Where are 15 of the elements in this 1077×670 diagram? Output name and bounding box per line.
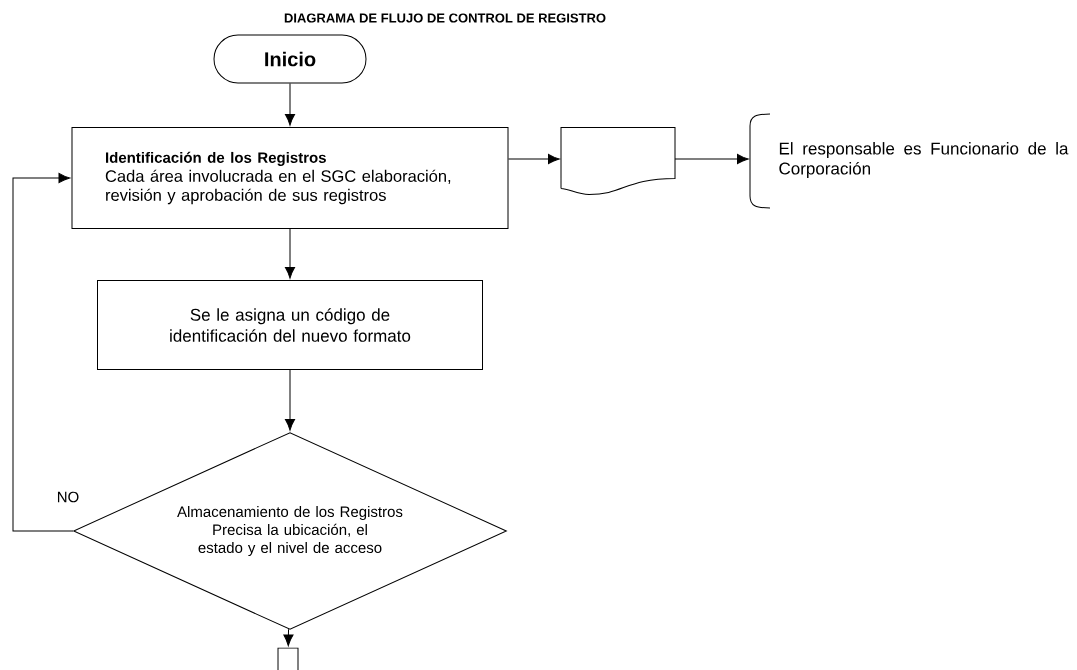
note-text: El responsable es Funcionario de la Corporación bbox=[779, 142, 1069, 178]
document-shape bbox=[560, 127, 676, 195]
arrow bbox=[674, 153, 749, 165]
arrow bbox=[284, 83, 296, 126]
process-box: Identificación de los Registros Cada área involucrada en el SGC elaboración, revisión y aprobación de sus registros bbox=[71, 127, 509, 229]
arrow bbox=[12, 172, 74, 532]
bracket bbox=[749, 113, 771, 209]
start-terminal: Inicio bbox=[213, 34, 367, 84]
arrow bbox=[508, 153, 560, 165]
process-box: Se le asigna un código de identificación del nuevo formato bbox=[97, 280, 483, 370]
title: DIAGRAMA DE FLUJO DE CONTROL DE REGISTRO bbox=[284, 13, 606, 23]
arrow bbox=[283, 628, 294, 647]
connector-box bbox=[277, 647, 299, 670]
arrow bbox=[284, 369, 296, 431]
arrow bbox=[284, 228, 296, 279]
